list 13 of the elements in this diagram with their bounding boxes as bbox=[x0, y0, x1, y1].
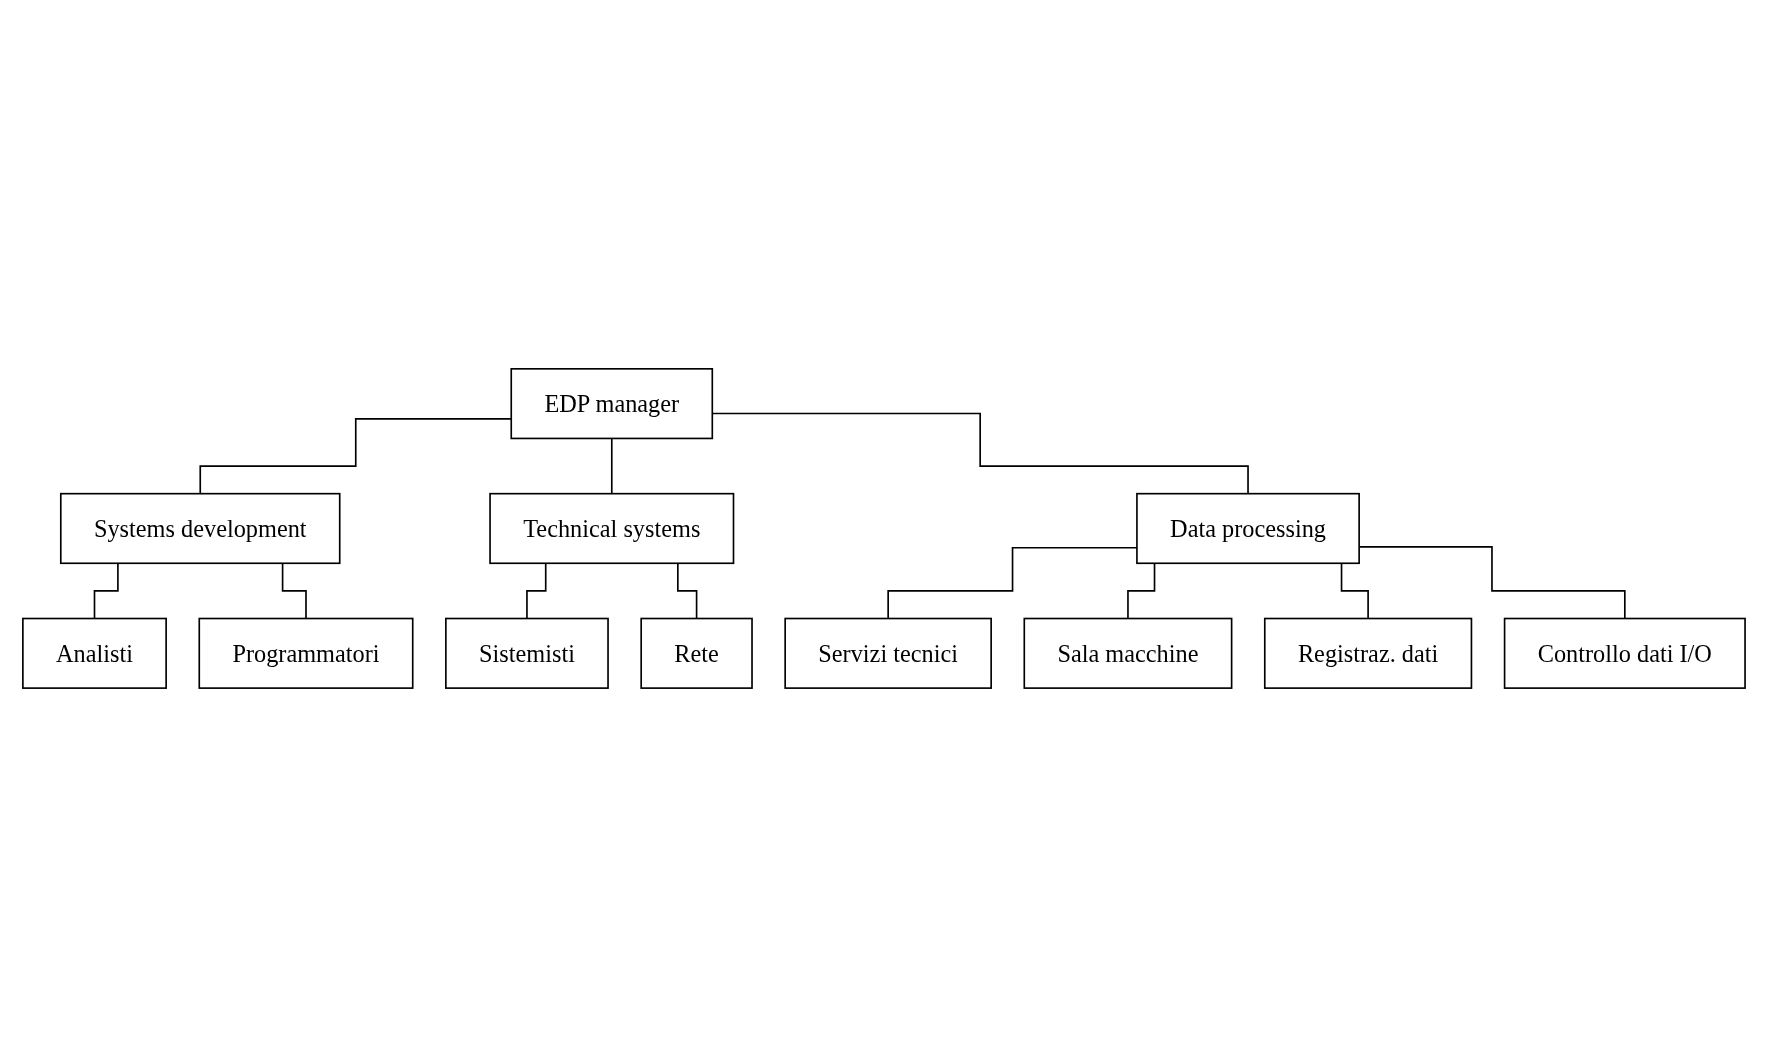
node-box: EDP manager bbox=[510, 368, 714, 440]
node-box: Data processing bbox=[1136, 492, 1360, 565]
node-box: Registraz. dati bbox=[1263, 617, 1473, 689]
node-box: Rete bbox=[640, 617, 753, 689]
node-box: Programmatori bbox=[198, 617, 414, 689]
node-box: Sistemisti bbox=[445, 617, 609, 689]
node-box: Systems development bbox=[60, 492, 341, 565]
node-box: Sala macchine bbox=[1023, 617, 1233, 689]
connector bbox=[610, 437, 613, 495]
node-box: Servizi tecnici bbox=[784, 617, 992, 689]
node-box: Technical systems bbox=[489, 492, 735, 565]
node-box: Analisti bbox=[22, 617, 167, 689]
node-box: Controllo dati I/O bbox=[1503, 617, 1746, 689]
